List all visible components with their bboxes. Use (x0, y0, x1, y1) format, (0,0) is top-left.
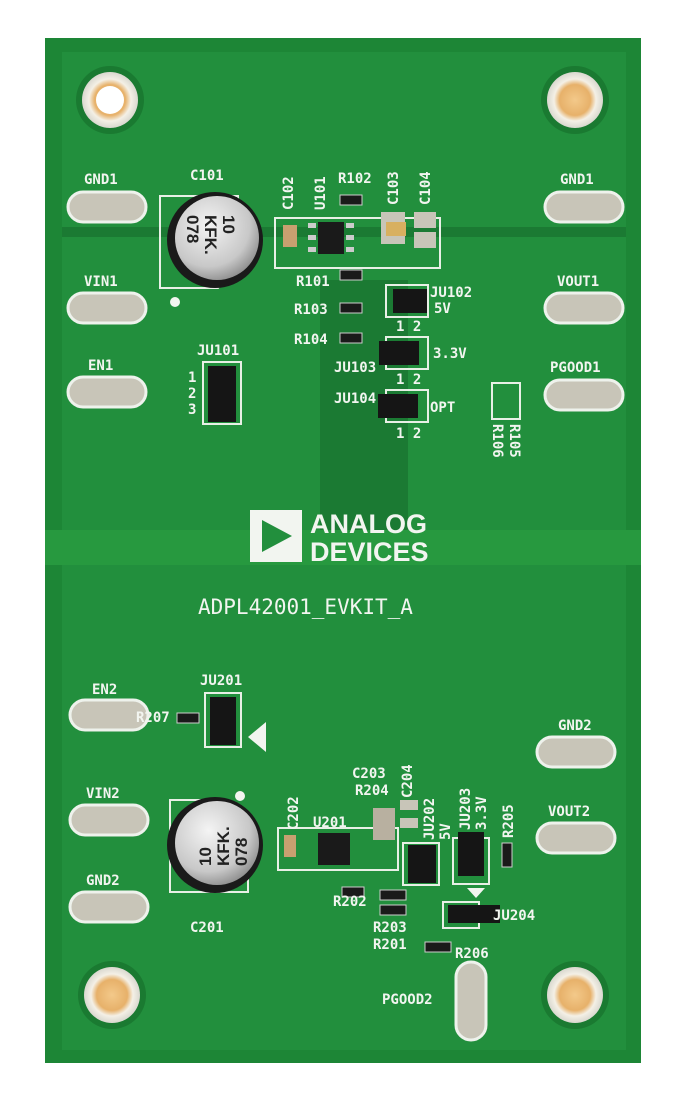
logo-line2: DEVICES (310, 537, 429, 567)
label-en2: EN2 (92, 682, 117, 698)
ju101-pin2: 2 (188, 386, 196, 402)
label-en1: EN1 (88, 358, 113, 374)
analog-devices-logo: ANALOG DEVICES (250, 509, 429, 567)
label-ju202: JU202 (422, 798, 438, 840)
capacitor-c201: 10 KFK. 078 (167, 791, 263, 893)
jumper-ju102[interactable] (393, 289, 427, 313)
label-c202: C202 (286, 796, 302, 830)
jumper-ju204[interactable] (448, 905, 500, 923)
ju201-arrow-icon (248, 722, 266, 752)
label-c103: C103 (386, 171, 402, 205)
jumper-ju201-outline (204, 692, 242, 748)
label-pgood1: PGOOD1 (550, 360, 601, 376)
ju102-pins: 1 2 (396, 319, 421, 335)
label-r207: R207 (136, 710, 170, 726)
jumper-ju102-outline (385, 284, 429, 318)
label-r201: R201 (373, 937, 407, 953)
jumper-ju101[interactable] (208, 366, 236, 422)
label-ju203: JU203 (458, 788, 474, 830)
label-ju201: JU201 (200, 673, 242, 689)
cap-marking-line3: 078 (232, 838, 251, 866)
terminal-posts (66, 190, 625, 1042)
lower-plane (62, 565, 626, 1050)
label-c204: C204 (400, 764, 416, 798)
label-r101: R101 (296, 274, 330, 290)
label-r202: R202 (333, 894, 367, 910)
label-u101: U101 (313, 176, 329, 210)
jumper-ju202-outline (402, 842, 440, 886)
jumper-ju201[interactable] (210, 697, 236, 745)
label-ju102-5v: 5V (434, 301, 451, 317)
label-c101: C101 (190, 168, 224, 184)
ju101-pin3: 3 (188, 402, 196, 418)
label-c102: C102 (281, 176, 297, 210)
label-vin1: VIN1 (84, 274, 118, 290)
cap-marking-line1: 10 (196, 847, 215, 866)
label-r105: R105 (506, 424, 522, 458)
cap-marking-line1: 10 (219, 215, 238, 234)
r105-r106-outline (491, 382, 521, 420)
label-c201: C201 (190, 920, 224, 936)
label-ju104-opt: OPT (430, 400, 455, 416)
ju103-pins: 1 2 (396, 372, 421, 388)
resistor-r207 (176, 712, 200, 724)
label-c104: C104 (418, 171, 434, 205)
label-r205: R205 (501, 804, 517, 838)
label-r106: R106 (489, 424, 505, 458)
label-ju202-5v: 5V (438, 823, 454, 840)
label-ju101: JU101 (197, 343, 239, 359)
u201-area (277, 800, 513, 953)
jumper-ju101-outline (202, 361, 242, 425)
label-gnd2-right: GND2 (558, 718, 592, 734)
capacitor-c101: 10 KFK. 078 (159, 192, 263, 307)
ju101-pin1: 1 (188, 370, 196, 386)
jumper-ju104[interactable] (378, 394, 418, 418)
label-c203: C203 (352, 766, 386, 782)
label-r103: R103 (294, 302, 328, 318)
label-ju103: JU103 (334, 360, 376, 376)
label-r204: R204 (355, 783, 389, 799)
label-ju103-3v3: 3.3V (433, 346, 467, 362)
label-vout2: VOUT2 (548, 804, 590, 820)
label-r104: R104 (294, 332, 328, 348)
cap-marking-line3: 078 (183, 215, 202, 243)
mounting-holes (76, 66, 609, 1029)
label-pgood2: PGOOD2 (382, 992, 433, 1008)
jumper-ju103[interactable] (379, 341, 419, 365)
split-band (45, 530, 641, 565)
label-vout1: VOUT1 (557, 274, 599, 290)
label-ju104: JU104 (334, 391, 376, 407)
label-gnd2-left: GND2 (86, 873, 120, 889)
ju104-pins: 1 2 (396, 426, 421, 442)
label-u201: U201 (313, 815, 347, 831)
label-ju102: JU102 (430, 285, 472, 301)
u101-area (274, 194, 441, 344)
label-gnd1-right: GND1 (560, 172, 594, 188)
logo-line1: ANALOG (310, 509, 427, 539)
cap-marking-line2: KFK. (201, 215, 220, 255)
label-r203: R203 (373, 920, 407, 936)
jumper-ju203[interactable] (458, 832, 484, 876)
ju203-arrow-icon (467, 888, 485, 898)
board-name: ADPL42001_EVKIT_A (198, 595, 413, 619)
jumper-ju202[interactable] (408, 845, 436, 883)
cap-marking-line2: KFK. (214, 826, 233, 866)
label-ju203-3v3: 3.3V (474, 796, 490, 830)
label-gnd1-left: GND1 (84, 172, 118, 188)
label-r206: R206 (455, 946, 489, 962)
label-ju204: JU204 (493, 908, 535, 924)
label-vin2: VIN2 (86, 786, 120, 802)
label-r102: R102 (338, 171, 372, 187)
